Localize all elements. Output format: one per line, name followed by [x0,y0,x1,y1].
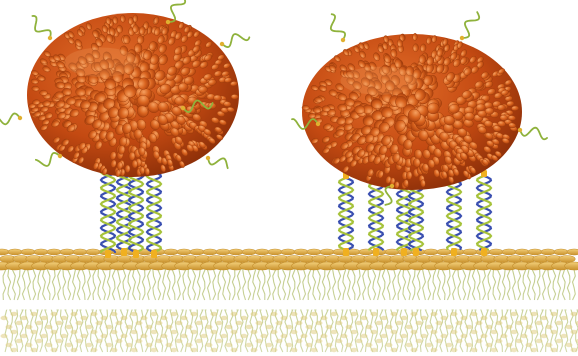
ligand-anchor [316,122,320,126]
dna-tether [447,174,461,256]
particle-bead [129,152,135,161]
ligand-anchor [459,35,465,41]
particle-bead [128,17,133,25]
lipid-head [489,249,503,255]
lipid-bilayer [0,249,578,352]
ligand-helix [27,15,55,43]
left-nanoparticle [27,13,239,177]
ligand-helix [204,153,230,171]
particle-bead [406,171,412,179]
dna-tether [101,162,115,258]
dna-tether [117,164,131,256]
particle-bead [403,179,409,187]
lipid-head [177,249,191,255]
lipid-head [8,249,22,255]
particle-bead [508,115,516,121]
particle-bead [55,92,64,99]
lipid-head [307,249,321,255]
anchor [343,248,349,256]
lipid-head [164,249,178,255]
anchor [451,248,457,256]
particle-highlight [64,47,138,77]
particle-bead [413,33,418,40]
anchor [401,248,407,256]
ligand-helix [0,113,23,125]
lipid-head [268,249,282,255]
dna-tether [147,166,161,258]
ligand-helix [218,30,250,50]
lipid-head [554,249,568,255]
lipid-head [229,249,243,255]
lipid-head [565,262,578,270]
lipid-head [294,249,308,255]
lipid-head [515,249,529,255]
anchor [133,250,139,258]
particle-highlight [341,67,418,95]
anchor [121,248,127,256]
ligand-helix [517,125,548,140]
anchor [105,250,111,258]
particle-bead [123,35,131,44]
ligand-anchor [205,155,211,161]
particle-bead [313,108,321,114]
lipid-head [502,249,516,255]
dna-tether [477,170,491,256]
lipid-head [541,249,555,255]
lipid-head [359,249,373,255]
particle-bead [125,165,131,173]
ligand-anchor [47,35,53,41]
lipid-head [567,249,578,255]
lipid-head [203,249,217,255]
particle-bead [231,94,238,99]
particle-bead [133,15,138,22]
dna-tether [369,176,383,256]
right-nanoparticle [302,33,522,190]
ligand-helix [325,13,349,44]
lipid-head [424,249,438,255]
ligand-helix [457,10,482,43]
anchor [413,248,419,256]
particle-bead [139,167,145,175]
particle-bead [500,115,508,121]
lipid-head [255,249,269,255]
lipid-head [73,249,87,255]
lipid-head [0,249,9,255]
lipid-head [216,249,230,255]
lipid-head [21,249,35,255]
lipid-head [34,249,48,255]
particle-bead [213,95,221,101]
lipid-head [437,249,451,255]
particle-bead [308,113,316,118]
particle-bead [302,105,309,110]
particle-bead [133,25,139,33]
anchor [151,250,157,258]
particle-bead [322,105,331,111]
lipid-head [463,249,477,255]
lipid-head [47,249,61,255]
particle-bead [413,44,419,52]
particle-bead [132,160,138,168]
anchor [481,248,487,256]
particle-bead [511,106,519,111]
lipid-head [60,249,74,255]
particle-bead [32,86,40,92]
lipid-head [242,249,256,255]
particle-bead [381,107,393,118]
dna-tether [339,172,353,256]
lipid-head [320,249,334,255]
lipid-head [190,249,204,255]
lipid-head [86,249,100,255]
lipid-head [281,249,295,255]
particle-bead [497,104,505,110]
particle-bead [39,90,47,96]
anchor [373,248,379,256]
ligand-anchor [340,37,346,43]
lipid-head [559,256,575,263]
lipid-head [528,249,542,255]
